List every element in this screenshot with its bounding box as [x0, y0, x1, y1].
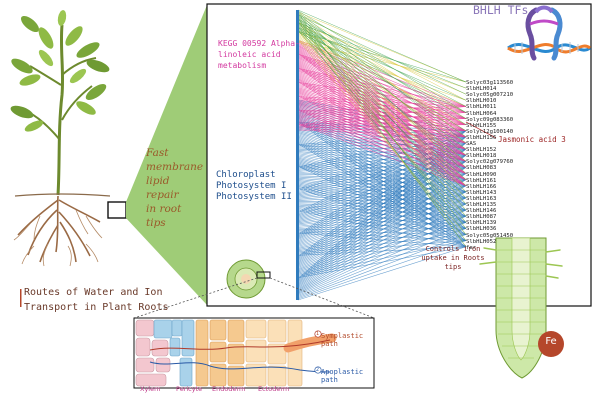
root-tip-illustration — [479, 237, 564, 379]
gene-label: SlbHLH161 — [466, 177, 497, 184]
plant-illustration — [10, 10, 127, 267]
gene-label: SlbHLH156 — [466, 134, 497, 141]
gene-label: SlbHLH166 — [466, 183, 497, 190]
gene-label: SlbHLH083 — [466, 165, 497, 172]
gene-label: SlbHLH139 — [466, 220, 497, 227]
gene-label: SlbHLH018 — [466, 153, 497, 160]
root-cross-section-icon — [226, 259, 271, 299]
gene-label: Solyc09g083360 — [466, 116, 514, 123]
apoplastic-marker: 2 — [316, 367, 320, 373]
gene-label: SlbHLH146 — [466, 208, 497, 215]
gene-label: SlbHLH010 — [466, 98, 497, 105]
gene-label: SlbHLH014 — [466, 86, 497, 93]
dna-helix-icon — [507, 42, 591, 54]
gene-label: SlbHLH155 — [466, 122, 497, 129]
gene-label: SAS — [466, 141, 477, 147]
symplastic-path-label: Symplastic path — [321, 332, 364, 348]
gene-label: SlbHLH090 — [466, 171, 497, 178]
apoplastic-path-label: Apoplastic path — [321, 368, 364, 384]
tissue-label-endoderm: Endoderm — [212, 385, 246, 393]
gene-label: SlbHLH052 — [466, 238, 497, 245]
symplastic-marker: 1 — [316, 331, 320, 337]
gene-label: Solyc03g113560 — [466, 80, 514, 86]
chloroplast-photosystem-label: Chloroplast Photosystem I Photosystem II — [216, 170, 292, 202]
gene-label: SlbHLH087 — [466, 214, 497, 221]
routes-title: Routes of Water and Ion Transport in Pla… — [24, 287, 169, 313]
routes-accent-bar — [20, 289, 22, 307]
tissue-label-xylem: Xylem — [140, 385, 161, 393]
tissue-label-ectoderm: Ectoderm — [258, 385, 290, 393]
jasmonic-bracket — [465, 121, 497, 139]
fast-repair-label: Fast membrane lipid repair in root tips — [146, 147, 204, 229]
gene-label: SlbHLH163 — [466, 195, 497, 202]
zoom-wedge — [126, 5, 207, 305]
tissue-label-pericyte: Pericyte — [176, 385, 203, 393]
gene-label: SlbHLH036 — [466, 226, 497, 233]
gene-label: fer — [466, 244, 477, 251]
gene-label: Solyc05g007210 — [466, 92, 514, 99]
gene-label: Solyc12g100140 — [466, 128, 514, 135]
iron-uptake-label: Controls iron uptake in Roots tips — [421, 245, 485, 271]
gene-network-bundle — [296, 9, 467, 301]
gene-label: Solyc02g079760 — [466, 159, 514, 166]
gene-label: SlbHLH135 — [466, 202, 497, 208]
gene-label: Solyc05g051450 — [466, 232, 514, 239]
gene-label: SlbHLH143 — [466, 189, 497, 196]
bhlh-tfs-label: BHLH TFs — [473, 3, 529, 17]
main-panel-frame — [206, 3, 592, 307]
gene-label: SlbHLH064 — [466, 110, 497, 117]
zoom-guide-lines — [133, 277, 375, 319]
fe-circle — [538, 331, 564, 357]
transport-diagram — [133, 317, 375, 389]
jasmonic-acid-label: Jasmonic acid 3 — [498, 135, 566, 144]
gene-label: SlbHLH152 — [466, 147, 497, 154]
bhlh-protein-icon — [525, 5, 563, 61]
gene-label: SlbHLH011 — [466, 104, 497, 111]
kegg-pathway-label: KEGG 00592 Alpha-linoleic acid metabolis… — [218, 39, 300, 70]
fe-label: Fe — [545, 336, 557, 347]
